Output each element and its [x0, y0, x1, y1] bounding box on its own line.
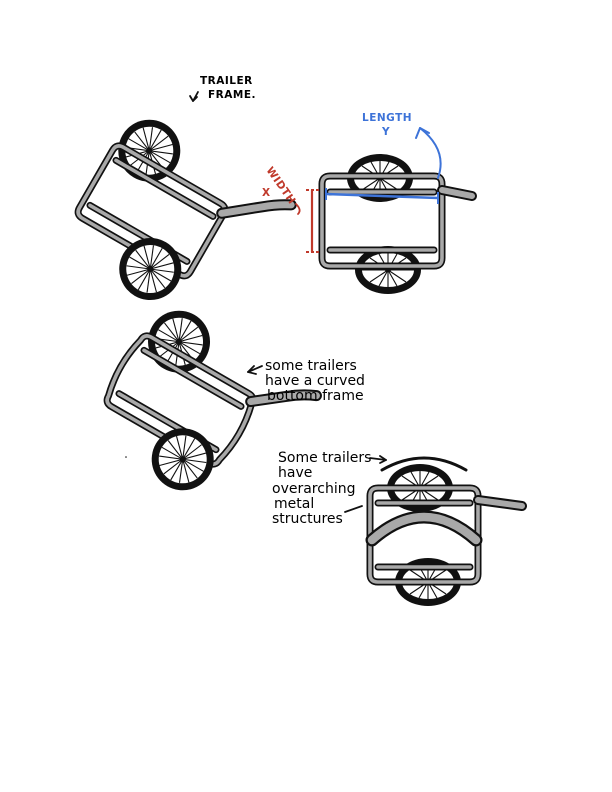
arch-note-line5: structures — [272, 511, 343, 527]
trailer-frame-label-line1: TRAILER — [200, 75, 253, 87]
curved-note-line2: have a curved — [265, 373, 365, 389]
length-arrow — [420, 128, 441, 178]
width-arrow — [296, 204, 300, 214]
length-arrowhead — [416, 128, 429, 138]
trailer-4-overarching — [370, 458, 522, 606]
trailer-4-tow-bar — [478, 500, 522, 506]
trailer-2-top-view — [296, 128, 472, 294]
arch-note-line3: overarching — [272, 481, 355, 497]
trailer-2-tow-bar — [442, 190, 472, 196]
arch-note-line2: have — [278, 465, 312, 481]
width-variable: X — [262, 187, 271, 199]
curved-note-line1: some trailers — [265, 358, 357, 374]
arch-note-line1: Some trailers — [278, 450, 371, 466]
trailer-frame-label-line2: FRAME. — [208, 89, 256, 101]
length-label: LENGTH — [362, 112, 412, 124]
trailer-2-frame — [322, 176, 442, 266]
arch-note-line4: metal — [274, 496, 314, 512]
arch-note-arrow-bottom — [345, 506, 362, 512]
length-variable: Y — [381, 126, 390, 138]
stray-dot — [125, 456, 127, 458]
trailer-1-tilted — [55, 108, 295, 341]
curved-note-line3: bottom frame — [267, 388, 364, 404]
